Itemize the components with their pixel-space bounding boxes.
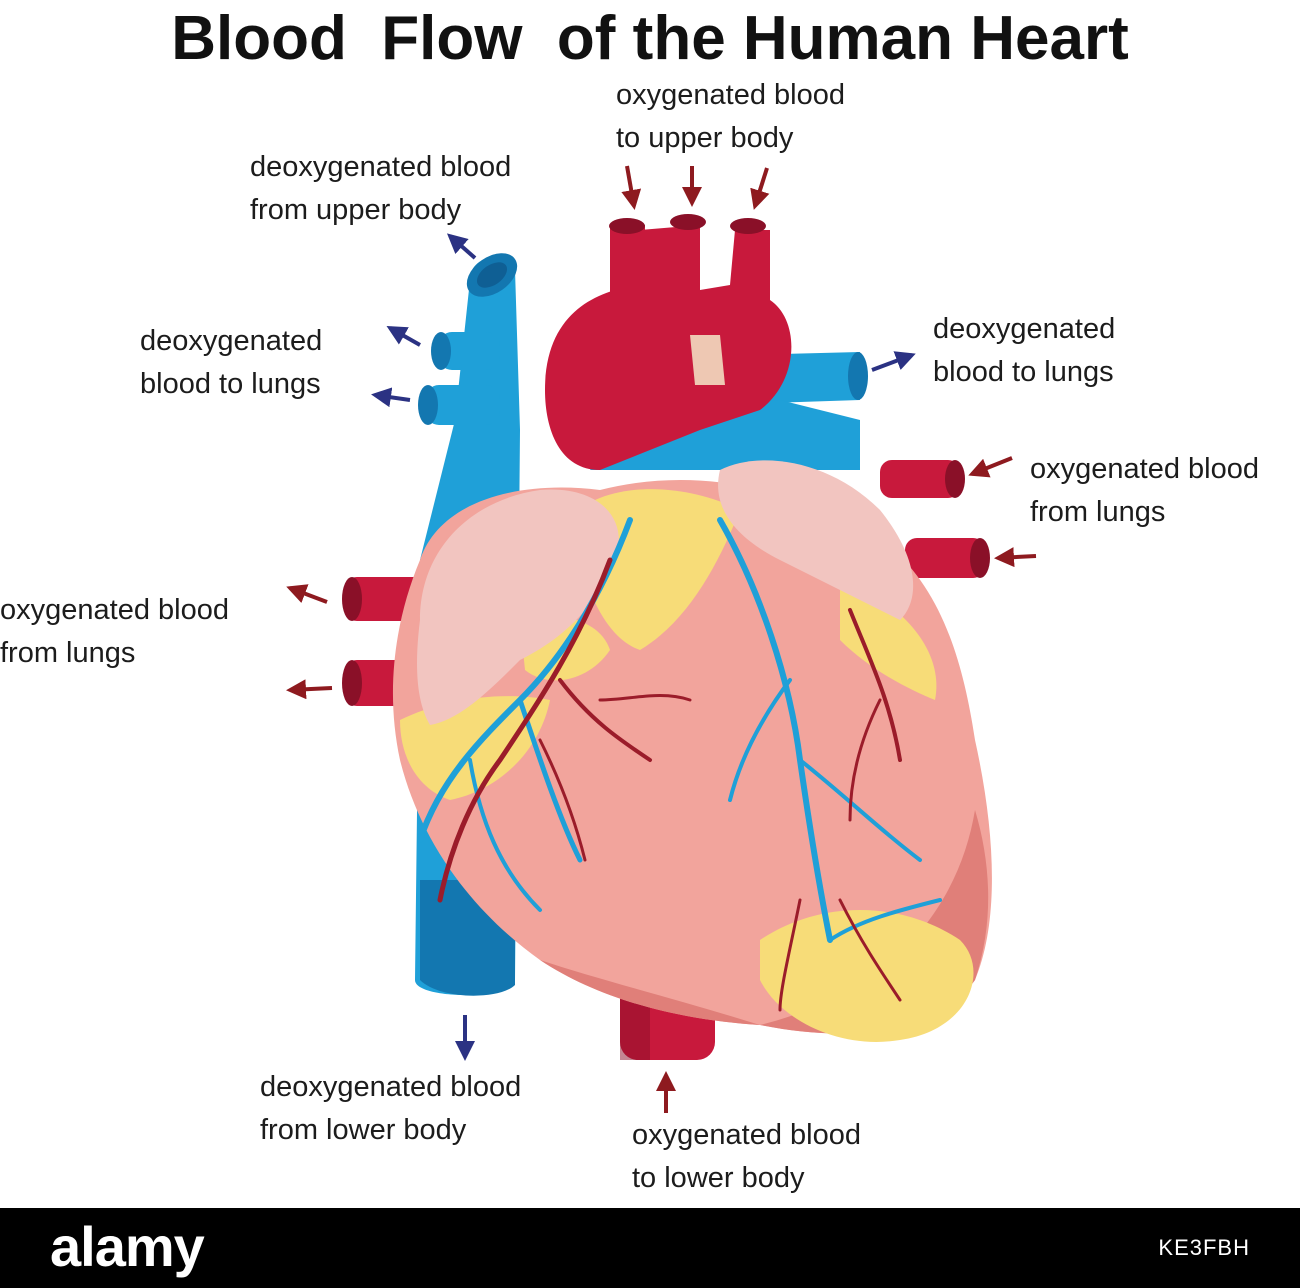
label-deoxygenated-from-upper-body: deoxygenated blood from upper body bbox=[250, 151, 512, 226]
stock-footer-bar: alamy KE3FBH bbox=[0, 1208, 1300, 1288]
svc-flow-arrow bbox=[446, 233, 477, 260]
oxygenated-flow-arrows bbox=[286, 165, 1037, 1113]
stock-image-id: KE3FBH bbox=[1158, 1235, 1250, 1260]
left-pulmonary-vein-arrow-upper bbox=[286, 584, 328, 604]
left-pulmonary-vein-arrow-lower bbox=[286, 679, 333, 700]
label-deoxygenated-to-lungs-left: deoxygenated blood to lungs bbox=[140, 325, 323, 400]
deoxygenated-flow-arrows bbox=[371, 233, 916, 1061]
left-pulmonary-arrow-upper bbox=[386, 326, 421, 347]
pulmonary-veins-right bbox=[880, 460, 990, 578]
aortic-arch bbox=[545, 214, 792, 470]
label-oxygenated-upper-body: oxygenated blood to upper body bbox=[616, 79, 845, 154]
heart-diagram bbox=[286, 165, 1037, 1113]
label-oxygenated-from-lungs-left: oxygenated blood from lungs bbox=[0, 594, 229, 669]
label-deoxygenated-to-lungs-right: deoxygenated blood to lungs bbox=[933, 313, 1116, 388]
aorta-arrow-left bbox=[621, 165, 642, 210]
label-deoxygenated-from-lower-body: deoxygenated blood from lower body bbox=[260, 1071, 522, 1146]
coronary-vessels bbox=[417, 517, 942, 1012]
right-pulmonary-vein-arrow-lower bbox=[994, 547, 1037, 568]
page-title: Blood Flow of the Human Heart bbox=[171, 4, 1129, 73]
right-pulmonary-vein-arrow-upper bbox=[968, 456, 1013, 478]
right-pulmonary-arrow bbox=[871, 351, 916, 372]
auricles bbox=[417, 460, 914, 725]
brand-logo: alamy bbox=[50, 1215, 205, 1278]
aorta-arrow-right bbox=[750, 167, 770, 210]
left-pulmonary-arrow-lower bbox=[371, 387, 411, 408]
label-oxygenated-from-lungs-right: oxygenated blood from lungs bbox=[1030, 453, 1259, 528]
left-pulmonary-arteries bbox=[418, 332, 500, 425]
label-oxygenated-to-lower-body: oxygenated blood to lower body bbox=[632, 1119, 861, 1194]
